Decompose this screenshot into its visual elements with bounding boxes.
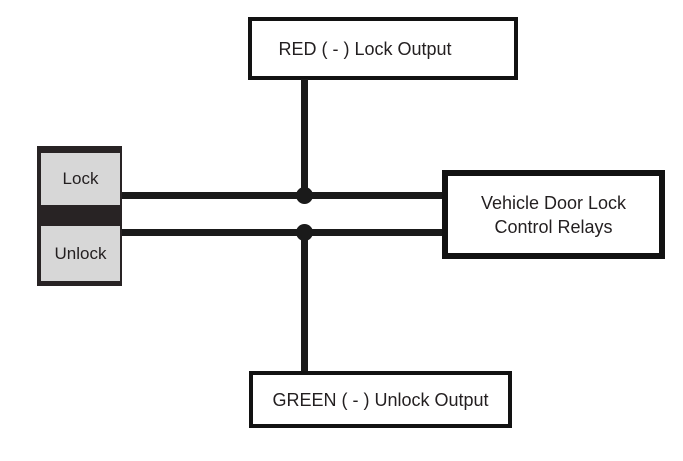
- junction-dot-unlock: [296, 224, 313, 241]
- unlock-output-box: GREEN ( - ) Unlock Output: [249, 371, 512, 428]
- lock-button-label: Lock: [62, 169, 99, 188]
- unlock-button-label: Unlock: [54, 243, 107, 263]
- switch-body: Lock Unlock: [37, 146, 122, 286]
- wire-unlock-line: [122, 229, 442, 236]
- wire-lock-line: [122, 192, 442, 199]
- wire-lock-output-tap: [301, 79, 308, 197]
- unlock-button: Unlock: [41, 226, 120, 281]
- junction-dot-lock: [296, 187, 313, 204]
- control-relays-box: Vehicle Door Lock Control Relays: [442, 170, 665, 259]
- unlock-output-label: GREEN ( - ) Unlock Output: [272, 389, 489, 410]
- lock-button: Lock: [41, 153, 120, 205]
- wire-unlock-output-tap: [301, 233, 308, 371]
- lock-output-label: RED ( - ) Lock Output: [278, 38, 452, 59]
- control-relays-label-line2: Control Relays: [494, 216, 613, 237]
- lock-output-box: RED ( - ) Lock Output: [248, 17, 518, 80]
- control-relays-label-line1: Vehicle Door Lock: [480, 192, 627, 213]
